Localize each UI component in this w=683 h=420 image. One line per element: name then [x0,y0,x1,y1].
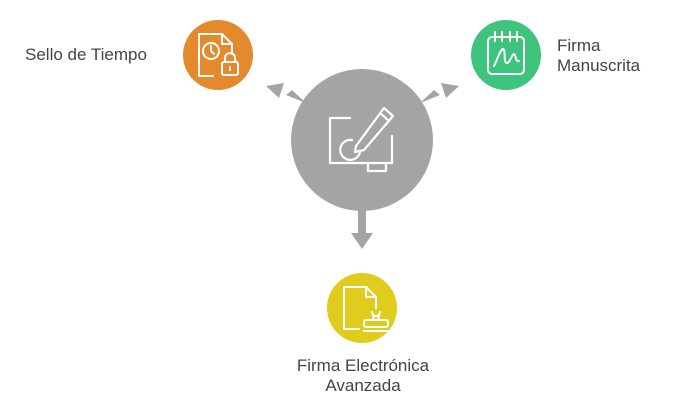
manuscrita-node[interactable] [471,20,541,90]
manuscrita-label: Firma Manuscrita [557,36,640,76]
center-node [291,69,433,211]
manuscrita-label-line1: Firma [557,36,601,55]
handwritten-signature-calendar-icon [487,31,525,75]
signature-pen-icon [328,106,395,173]
arrow-to-manuscrita [420,83,459,103]
timestamp-lock-document-icon [198,33,239,77]
avanzada-label-line2: Avanzada [325,376,401,395]
avanzada-label-line1: Firma Electrónica [296,356,430,375]
sello-label: Sello de Tiempo [25,45,147,64]
arrow-to-avanzada [351,205,373,249]
avanzada-label: Firma Electrónica Avanzada [283,356,443,396]
manuscrita-label-line2: Manuscrita [557,56,641,75]
avanzada-node[interactable] [327,273,397,343]
document-stamp-icon [343,286,389,332]
arrow-to-sello [266,83,306,103]
